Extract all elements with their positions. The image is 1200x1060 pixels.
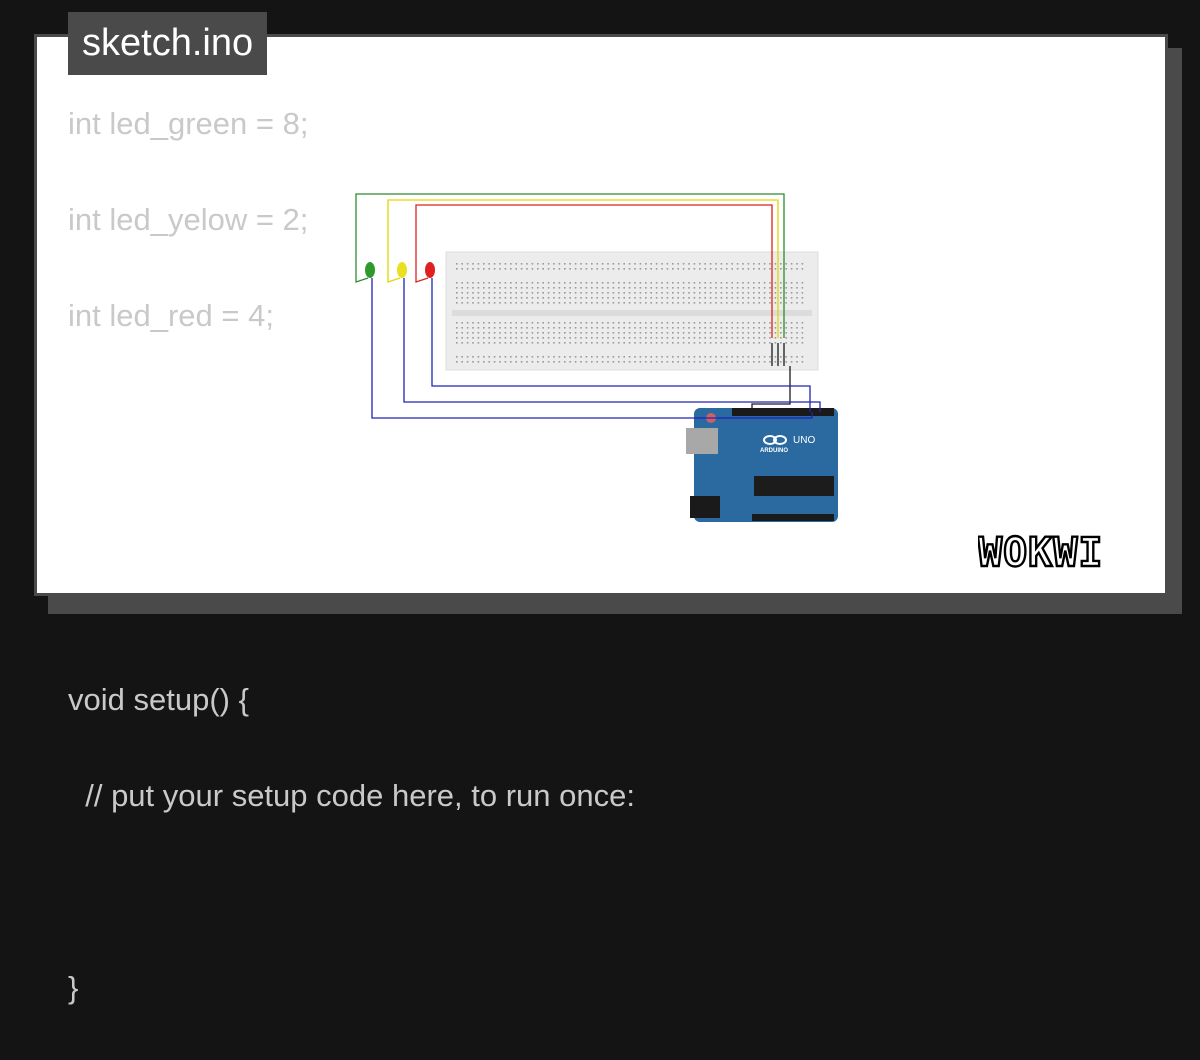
power-jack <box>690 496 720 518</box>
file-tab[interactable]: sketch.ino <box>68 12 268 75</box>
wire-signal-green <box>371 278 813 419</box>
arduino-logo-icon <box>763 435 777 445</box>
led-red <box>425 262 435 278</box>
wire-green <box>355 193 785 338</box>
wires <box>355 193 821 419</box>
code-line: int led_green = 8; <box>68 106 309 141</box>
code-line: } <box>68 970 79 1005</box>
code-line: int led_yelow = 2; <box>68 202 309 237</box>
analog-header <box>752 514 834 521</box>
usb-connector <box>686 428 718 454</box>
wire-yellow <box>387 199 779 338</box>
wire-signal-red <box>431 278 811 412</box>
wokwi-logo-text: WOKWI <box>978 530 1103 576</box>
wire-signal-yellow <box>403 278 821 412</box>
led-yellow <box>397 262 407 278</box>
led-green <box>365 262 375 278</box>
code-line: int led_red = 4; <box>68 298 274 333</box>
code-line: // put your setup code here, to run once… <box>68 778 635 813</box>
wire-red <box>415 204 773 338</box>
circuit-diagram: UNO ARDUINO <box>355 193 838 522</box>
breadboard <box>445 251 819 371</box>
code-line <box>68 868 635 916</box>
wokwi-logo: WOKWI <box>978 529 1104 577</box>
microcontroller-chip <box>754 476 834 496</box>
board-label: UNO <box>793 435 815 446</box>
digital-header <box>732 408 834 416</box>
code-line: void setup() { <box>68 682 249 717</box>
board-brand: ARDUINO <box>760 448 788 454</box>
wire-ground <box>751 366 791 412</box>
arduino-uno-board: UNO ARDUINO <box>686 408 838 522</box>
